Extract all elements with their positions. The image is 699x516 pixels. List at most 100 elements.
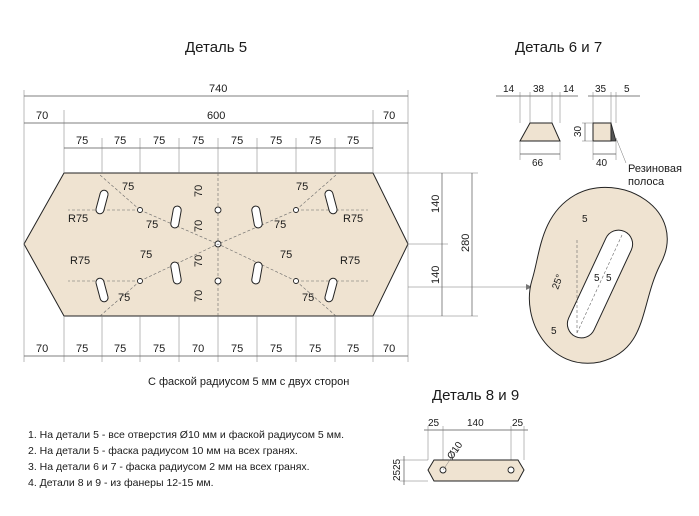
dim-75-s7: 75 (280, 249, 292, 261)
p89-dim-25-h1: 25 (392, 458, 403, 470)
dim-70-right-bottom: 70 (383, 343, 395, 355)
p89-dim-25-h2: 25 (392, 469, 403, 481)
note-item: 1. На детали 5 - все отверстия Ø10 мм и … (28, 429, 345, 441)
dim-75-s1: 75 (122, 181, 134, 193)
slot-detail-view: 5 5 5 5 25° (528, 186, 668, 364)
part7-profile (592, 122, 612, 142)
part89-drawing: 25 140 25 Ø10 25 25 (392, 418, 528, 485)
p89-dim-25-left: 25 (428, 418, 440, 429)
slot-right-bottom-inner (251, 261, 263, 285)
p67-dim-66: 66 (532, 158, 544, 169)
slot-left-top-outer (95, 189, 109, 215)
dim-75-b3: 75 (153, 343, 165, 355)
radius-left-bottom: R75 (70, 255, 90, 267)
dim-140-top: 140 (430, 195, 442, 213)
dim-75-t5: 75 (231, 135, 243, 147)
hole-right-bottom (293, 278, 299, 284)
note-item: 3. На детали 6 и 7 - фаска радиусом 2 мм… (28, 461, 310, 473)
part89-body (427, 459, 525, 482)
rubber-strip (610, 122, 617, 142)
dim-140-bottom: 140 (430, 266, 442, 284)
dim-70-left-bottom: 70 (36, 343, 48, 355)
title-part89: Деталь 8 и 9 (432, 387, 519, 404)
dim-75-s8: 75 (302, 292, 314, 304)
title-part5: Деталь 5 (185, 39, 247, 56)
radius-left-top: R75 (68, 213, 88, 225)
dim-600: 600 (207, 110, 225, 122)
slot-right-top-outer (324, 189, 338, 215)
dim-75-t3: 75 (153, 135, 165, 147)
p67-dim-40: 40 (596, 158, 608, 169)
dim-75-b5: 75 (231, 343, 243, 355)
dim-70-v2: 70 (193, 220, 205, 232)
hole-center-bottom (214, 277, 222, 285)
note-item: 4. Детали 8 и 9 - из фанеры 12-15 мм. (28, 477, 214, 489)
detail-angle: 25° (550, 273, 566, 291)
detail-r5-mid1: 5 (594, 273, 600, 284)
detail-slot (566, 229, 634, 339)
dim-70-v1: 70 (193, 185, 205, 197)
dim-75-s2: 75 (146, 219, 158, 231)
detail-r5-mid2: 5 (606, 273, 612, 284)
slot-right-top-inner (251, 205, 263, 229)
p89-dim-140: 140 (467, 418, 484, 429)
title-part67: Деталь 6 и 7 (515, 39, 602, 56)
slot-left-bottom-inner (170, 261, 182, 285)
dim-75-b6: 75 (270, 343, 282, 355)
dim-70-v3: 70 (193, 255, 205, 267)
dim-75-b7: 75 (309, 343, 321, 355)
chamfer-note: С фаской радиусом 5 мм с двух сторон (148, 376, 350, 388)
p67-dim-30: 30 (573, 125, 584, 137)
p89-dim-25-right: 25 (512, 418, 524, 429)
part67-drawing: 14 38 14 66 35 5 30 40 Резиновая полоса (496, 84, 682, 188)
rubber-label-line2: полоса (628, 176, 665, 188)
hole-left-top (137, 207, 143, 213)
leader-arrow (526, 284, 532, 290)
dim-75-t6: 75 (270, 135, 282, 147)
dim-75-t4: 75 (192, 135, 204, 147)
bottom-pitch-ticks (63, 316, 374, 362)
dim-75-s6: 75 (274, 219, 286, 231)
dim-75-t8: 75 (347, 135, 359, 147)
p67-dim-14-a: 14 (503, 84, 515, 95)
rubber-label-line1: Резиновая (628, 163, 682, 175)
radius-right-bottom: R75 (340, 255, 360, 267)
detail-r5-top: 5 (582, 214, 588, 225)
hole-right-top (293, 207, 299, 213)
radius-right-top: R75 (343, 213, 363, 225)
dim-75-b2: 75 (114, 343, 126, 355)
dim-75-t1: 75 (76, 135, 88, 147)
dim-70-right-top: 70 (383, 110, 395, 122)
notes-list: 1. На детали 5 - все отверстия Ø10 мм и … (28, 427, 344, 491)
top-pitch-ticks (101, 138, 336, 173)
dim-75-b8: 75 (347, 343, 359, 355)
dim-70-left-top: 70 (36, 110, 48, 122)
dim-75-t7: 75 (309, 135, 321, 147)
dim-75-t2: 75 (114, 135, 126, 147)
p67-dim-5: 5 (624, 84, 630, 95)
dim-280: 280 (460, 234, 472, 252)
dim-740: 740 (209, 83, 227, 95)
dim-70-v4: 70 (193, 290, 205, 302)
slot-left-top-inner (170, 205, 182, 229)
p67-dim-38: 38 (533, 84, 545, 95)
detail-r5-bottom: 5 (551, 326, 557, 337)
p67-dim-14-b: 14 (563, 84, 575, 95)
dim-75-s4: 75 (118, 292, 130, 304)
dim-75-s3: 75 (140, 249, 152, 261)
slot-left-bottom-outer (95, 277, 109, 303)
p89-hole-right (507, 466, 515, 474)
hole-left-bottom (137, 278, 143, 284)
hole-center-top (214, 206, 222, 214)
p89-hole-diameter: Ø10 (445, 440, 465, 462)
dim-75-s5: 75 (296, 181, 308, 193)
note-item: 2. На детали 5 - фаска радиусом 10 мм на… (28, 445, 298, 457)
part6-profile (519, 122, 561, 142)
dim-70-b4: 70 (192, 343, 204, 355)
slot-right-bottom-outer (324, 277, 338, 303)
dim-75-b1: 75 (76, 343, 88, 355)
p67-dim-35: 35 (595, 84, 607, 95)
part5-drawing: 740 70 600 70 75 75 75 75 75 75 75 75 (23, 83, 532, 362)
